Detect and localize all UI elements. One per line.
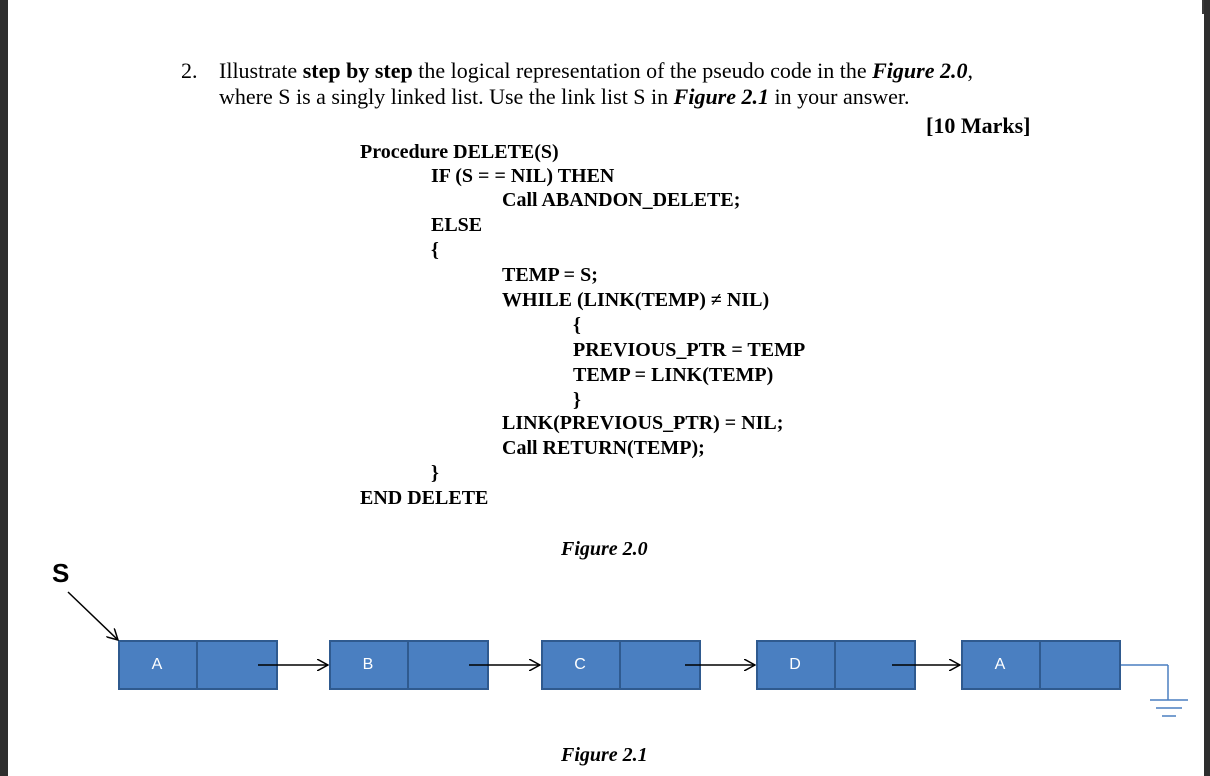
node-1-data: A xyxy=(118,640,198,690)
code-line-procedure: Procedure DELETE(S) xyxy=(360,141,559,163)
list-node-4 xyxy=(756,640,916,690)
q2-figure-ref: Figure 2.1 xyxy=(673,84,770,109)
right-border xyxy=(1204,0,1210,776)
question-number: 2. xyxy=(181,58,198,83)
code-line-open-brace: { xyxy=(431,239,439,261)
figure-2-1-caption: Figure 2.1 xyxy=(561,744,648,766)
code-line-while: WHILE (LINK(TEMP) ≠ NIL) xyxy=(502,289,770,311)
marks-label: [10 Marks] xyxy=(926,113,1031,138)
code-line-end: END DELETE xyxy=(360,487,489,509)
code-line-close-brace: } xyxy=(431,462,439,484)
q2-text-a: where S is a singly linked list. Use the… xyxy=(219,84,674,109)
q1-text-a: Illustrate xyxy=(219,58,303,83)
nil-ground-icon xyxy=(1121,664,1188,717)
question-line-2: where S is a singly linked list. Use the… xyxy=(219,84,910,110)
q1-comma: , xyxy=(967,58,973,83)
list-head-label: S xyxy=(52,558,70,588)
q1-figure-ref: Figure 2.0 xyxy=(872,58,968,83)
node-3-data: C xyxy=(541,640,621,690)
code-line-previous-ptr: PREVIOUS_PTR = TEMP xyxy=(573,339,806,361)
q1-bold: step by step xyxy=(302,58,413,83)
list-node-1 xyxy=(118,640,278,690)
page-top-edge xyxy=(8,0,1202,14)
code-line-while-close: } xyxy=(573,389,581,411)
q1-text-c: the logical representation of the pseudo… xyxy=(412,58,873,83)
code-line-while-open: { xyxy=(573,314,581,336)
code-line-call-abandon: Call ABANDON_DELETE; xyxy=(502,189,741,211)
code-line-call-return: Call RETURN(TEMP); xyxy=(502,437,705,459)
node-2-data: B xyxy=(329,640,409,690)
node-5-data: A xyxy=(961,640,1041,690)
figure-2-0-caption: Figure 2.0 xyxy=(561,538,648,560)
code-line-if: IF (S = = NIL) THEN xyxy=(431,165,615,187)
code-line-link-nil: LINK(PREVIOUS_PTR) = NIL; xyxy=(502,412,784,434)
left-border xyxy=(0,0,8,776)
node-4-data: D xyxy=(756,640,836,690)
code-line-else: ELSE xyxy=(431,214,483,236)
code-line-temp-assign: TEMP = S; xyxy=(502,264,598,286)
question-line-1: Illustrate step by step the logical repr… xyxy=(219,58,973,84)
list-node-5 xyxy=(961,640,1121,690)
head-pointer-arrow xyxy=(67,591,118,640)
code-line-temp-link: TEMP = LINK(TEMP) xyxy=(573,364,774,386)
q2-text-c: in your answer. xyxy=(769,84,910,109)
